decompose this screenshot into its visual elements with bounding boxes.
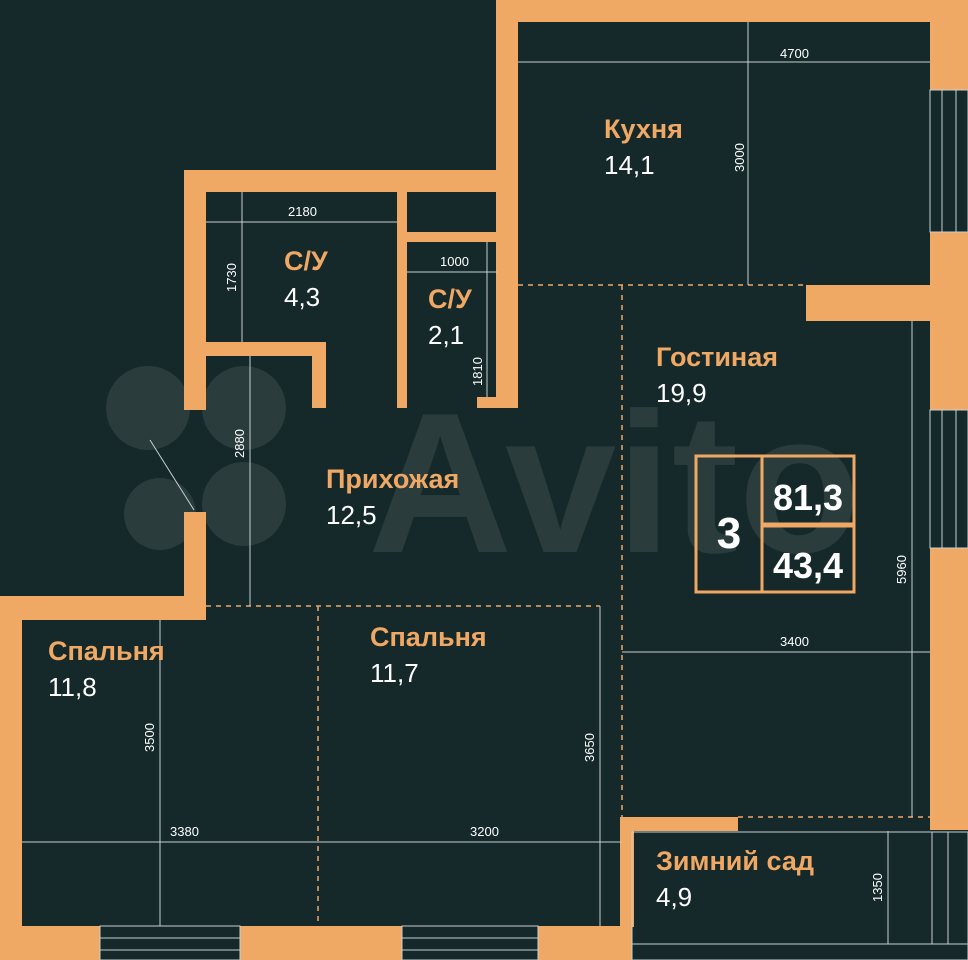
room-bedroom2-area: 11,7 xyxy=(370,658,419,688)
room-bath2-area: 2,1 xyxy=(428,320,464,350)
room-living-area: 19,9 xyxy=(656,378,707,408)
dim-bedroom2-width: 3200 xyxy=(470,824,499,839)
room-hall-name: Прихожая xyxy=(326,464,459,494)
dim-living-width: 3400 xyxy=(780,634,809,649)
living-area: 43,4 xyxy=(773,545,843,586)
dim-bath1-height: 1730 xyxy=(224,263,239,292)
dim-bath2-height: 1810 xyxy=(470,357,485,386)
room-bedroom1-name: Спальня xyxy=(48,636,165,666)
room-separators xyxy=(206,284,930,926)
dim-bedroom2-height: 3650 xyxy=(582,733,597,762)
total-area: 81,3 xyxy=(773,477,843,518)
room-hall-area: 12,5 xyxy=(326,500,377,530)
room-labels: Кухня 14,1 С/У 4,3 С/У 2,1 Гостиная 19,9… xyxy=(48,114,814,912)
windows xyxy=(99,89,968,960)
dim-bath2-width: 1000 xyxy=(440,254,469,269)
rooms-count: 3 xyxy=(717,509,741,558)
dim-kitchen-height: 3000 xyxy=(732,143,747,172)
dim-bedroom1-height: 3500 xyxy=(142,723,157,752)
avito-watermark: Avito xyxy=(106,366,861,595)
dim-bath1-width: 2180 xyxy=(288,204,317,219)
dimension-lines xyxy=(22,22,930,944)
room-kitchen-name: Кухня xyxy=(604,114,683,144)
room-garden-name: Зимний сад xyxy=(656,846,814,876)
entrance-door xyxy=(149,439,195,511)
dimension-labels: 4700 3000 2180 1730 1000 1810 2880 5960 … xyxy=(142,46,909,902)
room-living-name: Гостиная xyxy=(656,342,778,372)
dim-living-height: 5960 xyxy=(894,555,909,584)
watermark-text: Avito xyxy=(368,372,861,595)
room-bath1-name: С/У xyxy=(284,246,329,276)
room-bedroom2-name: Спальня xyxy=(370,622,487,652)
dim-kitchen-width: 4700 xyxy=(780,46,809,61)
room-bath2-name: С/У xyxy=(428,284,473,314)
room-bedroom1-area: 11,8 xyxy=(48,672,97,702)
dim-hall-height: 2880 xyxy=(232,429,247,458)
room-bath1-area: 4,3 xyxy=(284,282,320,312)
room-garden-area: 4,9 xyxy=(656,882,692,912)
room-kitchen-area: 14,1 xyxy=(604,150,655,180)
dim-bedroom1-width: 3380 xyxy=(170,824,199,839)
area-summary-badge: 3 81,3 43,4 xyxy=(694,454,856,594)
dim-garden-height: 1350 xyxy=(870,873,885,902)
